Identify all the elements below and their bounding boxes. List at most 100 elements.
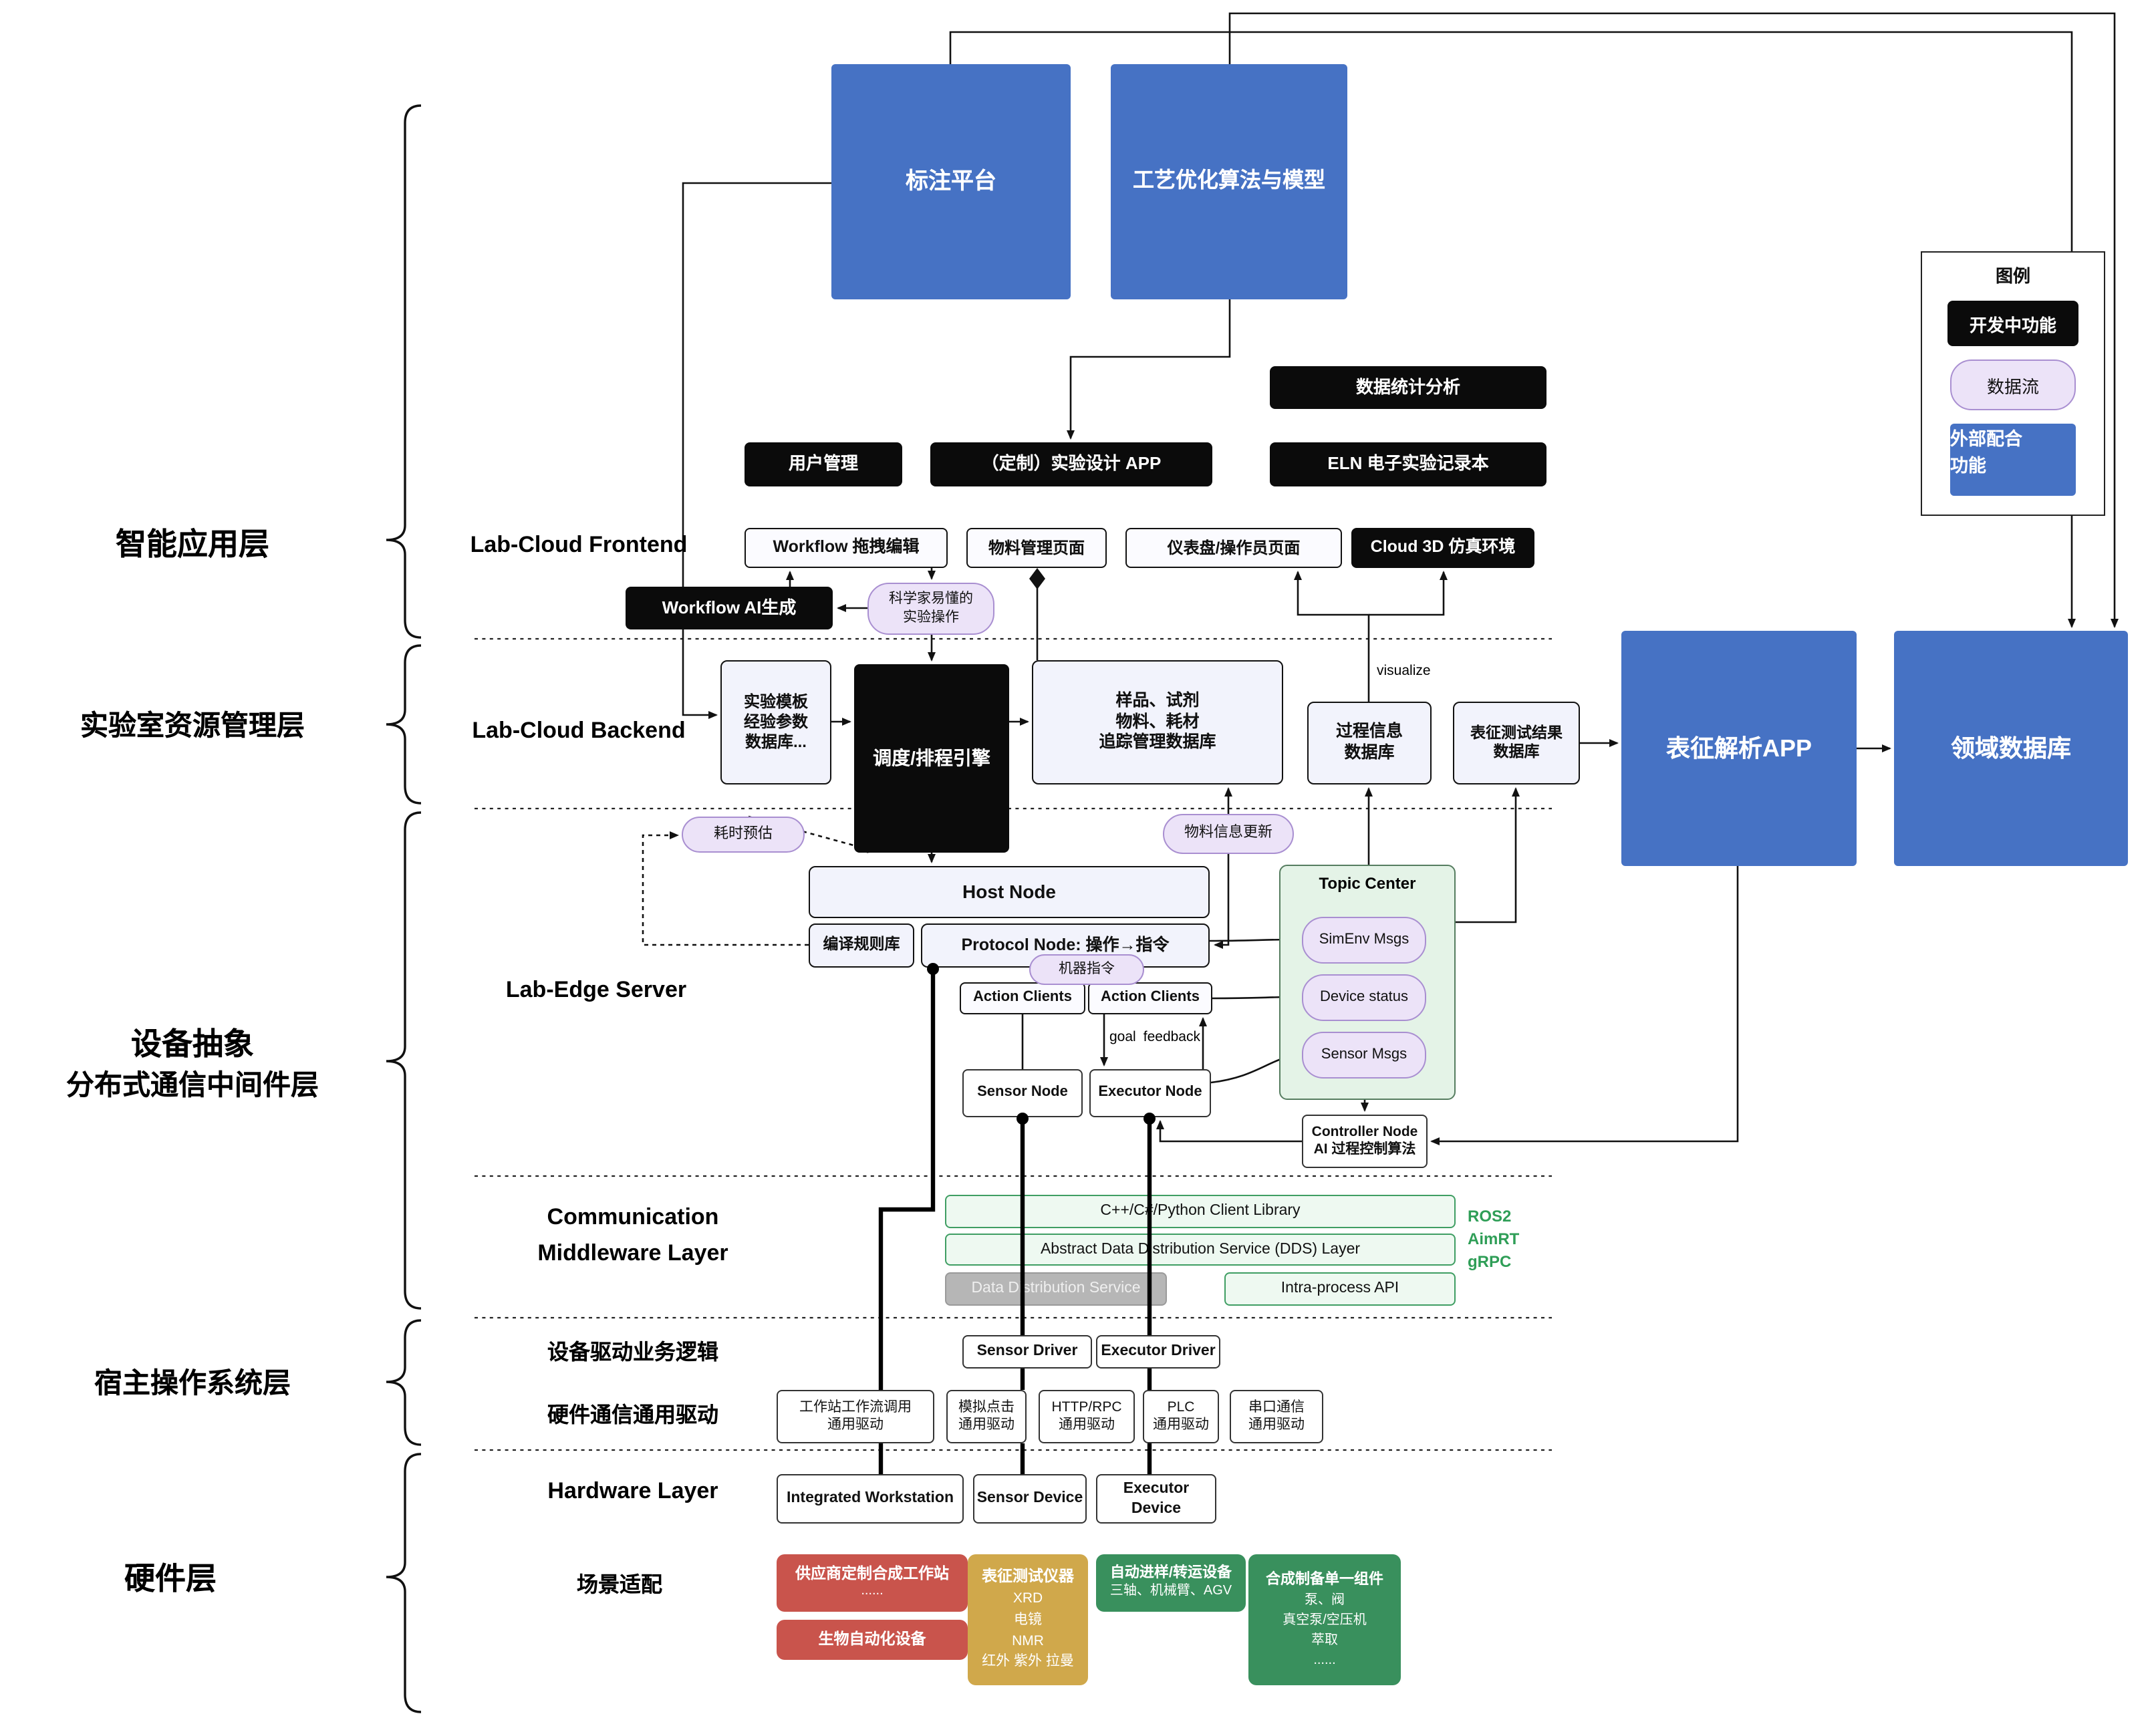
scenario-label: 场景适配: [576, 1574, 662, 1597]
synth-item-pump: 泵、阀: [1305, 1593, 1345, 1608]
char-app-box: 表征解析APP: [1621, 631, 1857, 866]
scientist-ops-pill: 科学家易懂的 实验操作: [867, 583, 994, 635]
layer-label-middleware-2: 分布式通信中间件层: [66, 1070, 319, 1101]
topic-sensor-msgs-pill: Sensor Msgs: [1302, 1032, 1426, 1079]
legend-external-line1: 外部配合: [1950, 429, 2022, 449]
char-db-box: 表征测试结果 数据库: [1453, 702, 1580, 784]
cloud-3d-box: Cloud 3D 仿真环境: [1351, 528, 1534, 568]
frontend-section-label: Lab-Cloud Frontend: [470, 532, 688, 557]
driver-serial-line2: 通用驱动: [1248, 1417, 1305, 1433]
layer-braces: [386, 104, 422, 1713]
driver-click-line2: 通用驱动: [958, 1417, 1015, 1433]
driver-http-box: HTTP/RPC 通用驱动: [1039, 1390, 1135, 1443]
legend-developing: 开发中功能: [1947, 301, 2078, 346]
sensor-device-box: Sensor Device: [973, 1474, 1087, 1524]
scientist-ops-line1: 科学家易懂的: [889, 591, 973, 607]
tech-ros2-label: ROS2: [1468, 1207, 1512, 1226]
scientist-ops-line2: 实验操作: [903, 609, 959, 625]
machine-cmd-pill: 机器指令: [1029, 954, 1144, 985]
sensor-node-box: Sensor Node: [962, 1069, 1083, 1117]
vendor-ws-title: 供应商定制合成工作站: [795, 1566, 949, 1583]
process-db-line1: 过程信息: [1335, 722, 1403, 741]
goal-label: goal: [1109, 1029, 1136, 1045]
template-db-line3: 数据库...: [745, 732, 807, 751]
layer-label-app: 智能应用层: [116, 527, 269, 561]
char-instruments-box: 表征测试仪器 XRD 电镜 NMR 红外 紫外 拉曼: [968, 1554, 1088, 1685]
executor-node-box: Executor Node: [1089, 1069, 1211, 1117]
driver-plc-line1: PLC: [1167, 1399, 1195, 1415]
vendor-workstation-box: 供应商定制合成工作站 ......: [777, 1554, 968, 1612]
char-db-line2: 数据库: [1493, 744, 1540, 760]
process-optimization-box: 工艺优化算法与模型: [1111, 64, 1347, 299]
sensor-driver-box: Sensor Driver: [962, 1335, 1092, 1369]
layer-label-hardware: 硬件层: [124, 1561, 217, 1596]
bio-device-box: 生物自动化设备: [777, 1620, 968, 1660]
executor-device-box: Executor Device: [1096, 1474, 1216, 1524]
tech-grpc-label: gRPC: [1468, 1252, 1512, 1271]
driver-click-box: 模拟点击 通用驱动: [946, 1390, 1027, 1443]
sample-db-line3: 追踪管理数据库: [1099, 732, 1216, 752]
layer-label-middleware-1: 设备抽象: [131, 1026, 254, 1061]
synth-item-extract: 萃取: [1311, 1633, 1338, 1649]
legend: 图例 开发中功能 数据流 外部配合 功能: [1921, 251, 2105, 516]
driver-workstation-line2: 通用驱动: [827, 1417, 884, 1433]
dashboard-page-box: 仪表盘/操作员页面: [1125, 528, 1342, 568]
legend-external: 外部配合 功能: [1950, 424, 2076, 496]
template-db-line2: 经验参数: [743, 712, 808, 731]
client-library-box: C++/C#/Python Client Library: [945, 1195, 1456, 1228]
material-page-box: 物料管理页面: [966, 528, 1107, 568]
controller-node-line2: AI 过程控制算法: [1313, 1141, 1416, 1157]
transfer-sub: 三轴、机械臂、AGV: [1109, 1584, 1232, 1599]
driver-plc-box: PLC 通用驱动: [1143, 1390, 1219, 1443]
controller-node-box: Controller Node AI 过程控制算法: [1302, 1115, 1428, 1168]
sample-db-box: 样品、试剂 物料、耗材 追踪管理数据库: [1032, 660, 1283, 784]
workflow-edit-box: Workflow 拖拽编辑: [745, 528, 948, 568]
connectors: [642, 12, 2119, 1145]
middleware-section-label-1: Communication: [547, 1204, 719, 1230]
char-inst-item-xrd: XRD: [1013, 1590, 1043, 1607]
hw-comm-label: 硬件通信通用驱动: [547, 1405, 718, 1427]
workflow-ai-box: Workflow AI生成: [626, 587, 833, 629]
legend-title: 图例: [1995, 266, 2030, 286]
vendor-ws-sub: ......: [861, 1584, 884, 1599]
sample-db-line2: 物料、耗材: [1115, 712, 1200, 731]
intra-process-api-box: Intra-process API: [1224, 1272, 1456, 1306]
driver-click-line1: 模拟点击: [958, 1399, 1015, 1415]
char-inst-title: 表征测试仪器: [982, 1568, 1074, 1585]
edge-section-label: Lab-Edge Server: [505, 977, 687, 1002]
middleware-section-label-2: Middleware Layer: [537, 1240, 728, 1266]
diamond-connector: [1029, 568, 1045, 589]
tech-aimrt-label: AimRT: [1468, 1230, 1520, 1248]
layer-label-resource: 实验室资源管理层: [80, 711, 305, 742]
transfer-device-box: 自动进样/转运设备 三轴、机械臂、AGV: [1096, 1554, 1246, 1612]
time-estimate-pill: 耗时预估: [682, 817, 805, 853]
char-db-line1: 表征测试结果: [1470, 725, 1563, 742]
material-update-pill: 物料信息更新: [1163, 814, 1294, 854]
domain-db-box: 领域数据库: [1894, 631, 2128, 866]
topic-center-title: Topic Center: [1319, 874, 1416, 893]
synth-item-vacuum: 真空泵/空压机: [1283, 1613, 1367, 1628]
controller-node-line1: Controller Node: [1311, 1123, 1418, 1140]
action-clients-left-box: Action Clients: [960, 982, 1085, 1014]
eln-box: ELN 电子实验记录本: [1270, 442, 1546, 486]
topic-device-status-pill: Device status: [1302, 974, 1426, 1021]
dds-abstract-box: Abstract Data Distribution Service (DDS)…: [945, 1234, 1456, 1266]
process-db-box: 过程信息 数据库: [1307, 702, 1432, 784]
dds-service-box: Data Distribution Service: [945, 1272, 1167, 1306]
synth-title: 合成制备单一组件: [1266, 1571, 1383, 1588]
action-clients-right-box: Action Clients: [1088, 982, 1212, 1014]
legend-external-line2: 功能: [1950, 456, 1986, 476]
layer-label-host-os: 宿主操作系统层: [94, 1369, 291, 1399]
synth-item-etc: ......: [1313, 1653, 1336, 1669]
template-db-line1: 实验模板: [743, 692, 808, 711]
integrated-workstation-box: Integrated Workstation: [777, 1474, 964, 1524]
executor-driver-box: Executor Driver: [1096, 1335, 1220, 1369]
data-stats-box: 数据统计分析: [1270, 366, 1546, 409]
driver-logic-label: 设备驱动业务逻辑: [547, 1342, 718, 1365]
process-db-line2: 数据库: [1344, 743, 1395, 762]
sample-db-line1: 样品、试剂: [1115, 691, 1200, 710]
feedback-label: feedback: [1143, 1029, 1200, 1045]
driver-plc-line2: 通用驱动: [1153, 1417, 1209, 1433]
driver-http-line2: 通用驱动: [1059, 1417, 1115, 1433]
